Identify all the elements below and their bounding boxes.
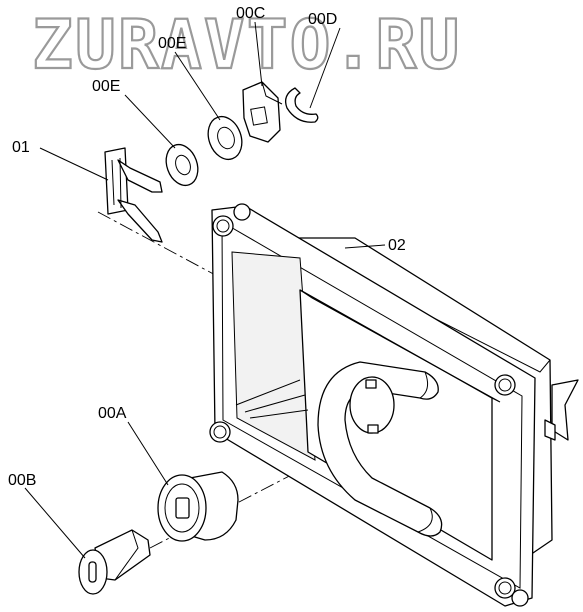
spring-clip [104, 147, 163, 243]
corner-bolt [209, 421, 231, 443]
leader-00E-top [174, 51, 221, 121]
leader-00A [127, 421, 169, 486]
leader-01 [39, 147, 109, 181]
key-cylinder [78, 529, 151, 595]
callout-00E-left: 00E [92, 78, 120, 95]
callout-02: 02 [388, 237, 406, 254]
callout-01: 01 [12, 139, 30, 156]
corner-bolt [212, 215, 234, 237]
callout-00A: 00A [98, 405, 127, 422]
corner-bolt [494, 577, 516, 599]
latch-housing [209, 203, 579, 607]
bushing-nut [157, 471, 239, 542]
washer-left [165, 143, 199, 187]
leader-00C [254, 21, 263, 87]
callout-00D: 00D [308, 11, 337, 28]
cam-plate [242, 81, 283, 143]
corner-bolt [494, 374, 516, 396]
leader-00D [309, 27, 341, 109]
leader-00B [24, 487, 86, 559]
retaining-clip [284, 87, 319, 123]
leader-02 [344, 244, 386, 249]
callout-00E-top: 00E [158, 35, 186, 52]
callout-00C: 00C [236, 5, 265, 22]
watermark-text: ZURAVTO.RU [32, 6, 461, 85]
corner-bolt [511, 589, 529, 607]
washer-top [207, 115, 243, 161]
leader-00E-left [124, 94, 176, 149]
callout-00B: 00B [8, 472, 36, 489]
corner-bolt [233, 203, 251, 221]
